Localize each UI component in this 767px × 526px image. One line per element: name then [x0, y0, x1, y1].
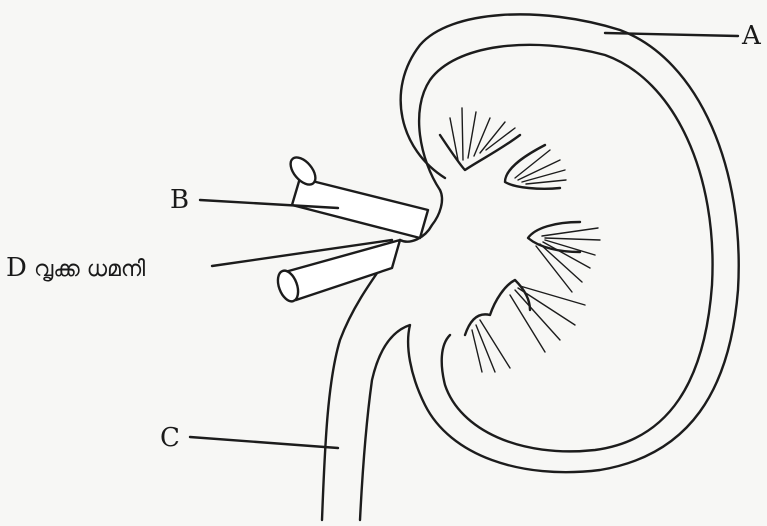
kidney-outer-outline [360, 14, 739, 520]
label-b: B [170, 185, 189, 215]
label-d-letter: D [6, 253, 27, 283]
label-d-text: വൃക്ക ധമനി [34, 257, 145, 282]
calyx-middle-right [528, 222, 600, 292]
label-c: C [160, 423, 180, 453]
calyx-lower [465, 280, 585, 372]
kidney-inner-outline [419, 45, 712, 452]
pointer-line-c [190, 437, 338, 448]
calyx-top [440, 108, 520, 170]
pointer-line-a [605, 33, 738, 36]
upper-vessel [286, 153, 428, 238]
calyx-upper-right [505, 145, 566, 189]
label-a: A [741, 21, 762, 51]
lower-vessel [274, 240, 400, 304]
